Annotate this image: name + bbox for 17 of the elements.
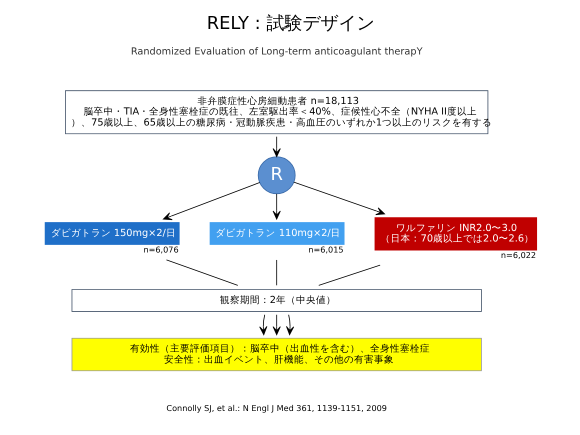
node-label: n=6,015 — [308, 244, 344, 255]
arrow — [258, 314, 267, 336]
connector — [166, 259, 238, 286]
node-circle: R — [257, 156, 296, 194]
arrow — [292, 182, 384, 216]
arrow — [162, 182, 260, 220]
label: Randomized Evaluation of Long-term anticoagulant therapY — [130, 46, 422, 58]
arrow — [272, 314, 280, 336]
label: Connolly SJ, et al.: N Engl J Med 361, 1139-1151, 2009 — [166, 402, 386, 413]
arrow — [272, 193, 280, 220]
diagram-title: RELY : 試験デザイン — [206, 13, 374, 34]
arrow — [272, 136, 280, 158]
node-label: n=6,076 — [142, 244, 178, 255]
connector — [318, 264, 380, 286]
arrow — [286, 314, 294, 336]
connector — [276, 260, 277, 286]
node-label: n=6,022 — [500, 250, 536, 260]
